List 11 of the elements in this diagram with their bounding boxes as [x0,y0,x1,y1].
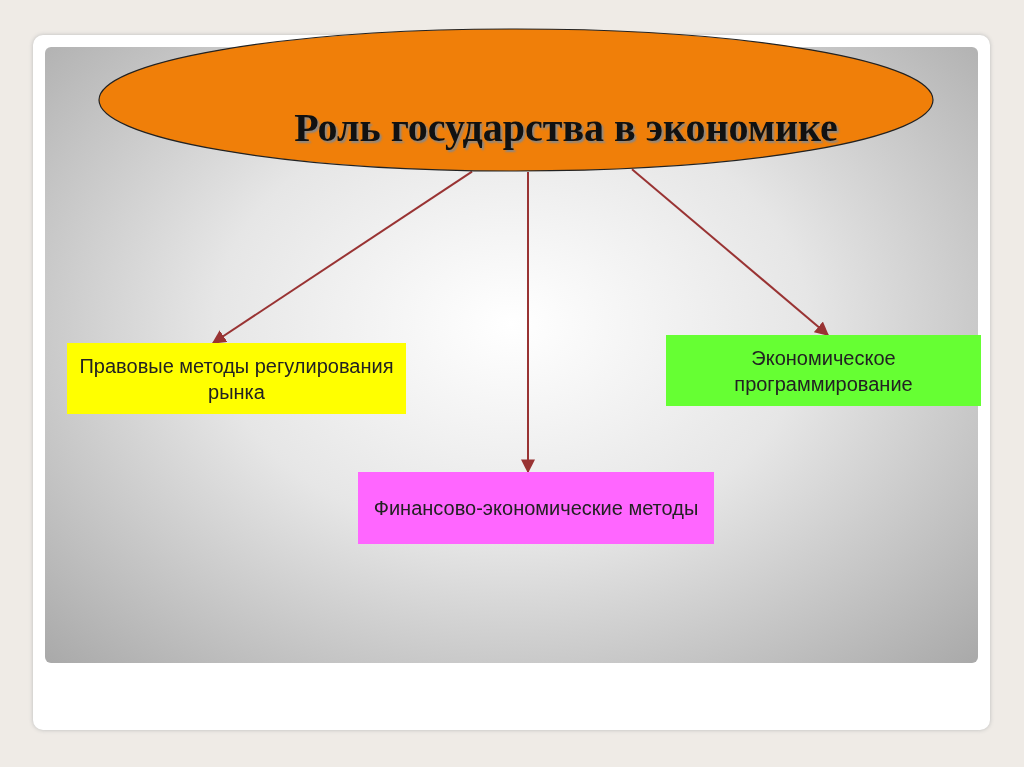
arrow [521,170,535,474]
arrow [211,170,473,344]
box-label: Экономическое программирование [733,345,914,397]
title-ellipse [98,28,934,172]
box-label: Правовые методы регулирования рынка [78,353,395,405]
method-box [67,343,406,414]
method-box [358,472,714,544]
method-box [666,335,981,406]
arrow [631,168,830,336]
box-label: Финансово-экономические методы [373,496,699,521]
title: Роль государства в экономике [294,104,838,152]
